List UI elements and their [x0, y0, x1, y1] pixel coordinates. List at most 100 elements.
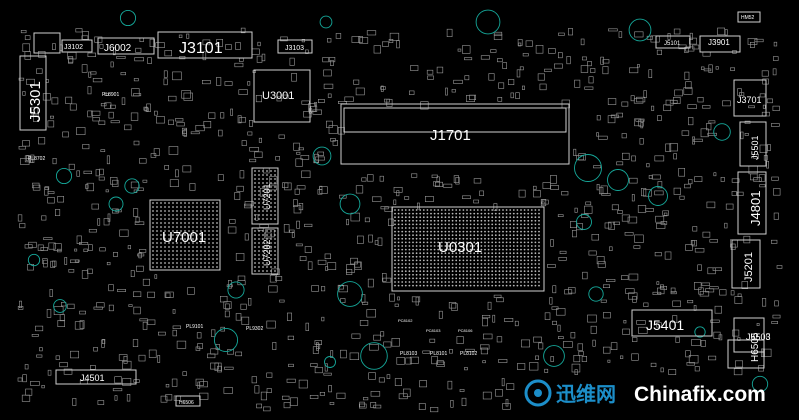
- small-part: [646, 163, 650, 168]
- u7201-ball: [274, 194, 276, 196]
- small-part: [580, 38, 585, 46]
- u7202-ball: [254, 246, 256, 248]
- u0301-ball: [415, 281, 418, 283]
- u0301-ball: [487, 234, 490, 237]
- u0301-ball: [440, 281, 443, 283]
- small-part: [714, 305, 722, 314]
- small-part: [328, 385, 332, 393]
- small-part: [540, 199, 547, 207]
- u0301-ball: [469, 216, 472, 219]
- u0301-ball: [455, 223, 458, 226]
- u7001-ball: [188, 230, 190, 232]
- u0301-ball: [462, 270, 465, 273]
- u0301-ball: [462, 212, 465, 215]
- small-part: [303, 111, 312, 118]
- u7001-ball: [152, 246, 154, 248]
- mount-hole-icon: [108, 196, 124, 212]
- u7201-ball: [254, 174, 256, 176]
- small-part: [396, 357, 405, 365]
- u0301-ball: [487, 209, 490, 211]
- small-part: [389, 32, 400, 41]
- small-part: [694, 176, 703, 182]
- u0301-ball: [458, 212, 461, 215]
- u0301-ball: [538, 234, 540, 237]
- u0301-ball: [516, 252, 519, 255]
- u0301-ball: [462, 248, 465, 251]
- small-part: [673, 153, 677, 160]
- u0301-ball: [462, 284, 465, 287]
- u0301-ball: [408, 273, 411, 276]
- small-part: [588, 76, 594, 84]
- u0301-ball: [494, 223, 497, 226]
- small-part: [702, 105, 711, 109]
- u7001-ball: [176, 214, 178, 216]
- u7201-ball: [270, 186, 272, 188]
- u0301-ball: [505, 270, 508, 273]
- u7201-ball: [270, 190, 272, 192]
- u7001-ball: [176, 202, 178, 204]
- u0301-ball: [458, 248, 461, 251]
- small-part: [276, 96, 282, 102]
- u0301-ball: [484, 209, 486, 211]
- small-part: [650, 362, 657, 368]
- u7001-ball: [200, 262, 202, 264]
- u0301-ball: [433, 223, 436, 226]
- small-part: [169, 179, 179, 187]
- small-part: [321, 316, 325, 322]
- small-part: [234, 62, 244, 68]
- u0301-ball: [422, 259, 425, 262]
- small-part: [683, 87, 693, 95]
- small-part: [737, 293, 742, 297]
- small-part: [235, 351, 242, 357]
- small-part: [549, 175, 557, 184]
- u7201-ball: [270, 210, 272, 212]
- u0301-ball: [437, 277, 440, 280]
- small-part: [305, 322, 309, 332]
- u0301-ball: [415, 270, 418, 273]
- small-part: [323, 69, 332, 77]
- u7001-ball: [164, 246, 166, 248]
- small-part: [143, 106, 148, 111]
- u7001-ball: [156, 238, 158, 240]
- u0301-ball: [538, 252, 540, 255]
- u0301-ball: [448, 273, 450, 276]
- u7001-ball: [172, 234, 174, 236]
- u0301-ball: [404, 241, 407, 244]
- small-part: [602, 346, 611, 354]
- u0301-ball: [527, 281, 530, 283]
- small-part: [712, 267, 722, 271]
- small-part: [773, 188, 781, 196]
- u0301-ball: [498, 248, 501, 251]
- u0301-ball: [469, 266, 472, 269]
- u7202-ball: [258, 250, 260, 252]
- small-part: [473, 199, 479, 204]
- u7001-ball: [188, 262, 190, 264]
- u0301-ball: [505, 277, 508, 280]
- u0301-ball: [448, 219, 450, 222]
- u0301-ball: [527, 212, 530, 215]
- small-part: [436, 66, 444, 74]
- small-part: [335, 33, 342, 39]
- u0301-ball: [430, 227, 432, 229]
- label-u7201: U7201: [262, 183, 272, 210]
- u0301-ball: [538, 270, 540, 273]
- u7001-ball: [192, 226, 194, 228]
- u7201-ball: [254, 190, 256, 192]
- small-part: [707, 132, 717, 136]
- u0301-ball: [397, 227, 400, 229]
- u0301-ball: [397, 223, 400, 226]
- u0301-ball: [534, 223, 537, 226]
- u7202-outline: [251, 227, 279, 275]
- u7001-ball: [160, 218, 162, 220]
- u0301-ball: [491, 209, 494, 211]
- small-part: [650, 35, 660, 43]
- u0301-ball: [458, 252, 461, 255]
- u0301-ball: [484, 273, 486, 276]
- small-part: [607, 115, 616, 124]
- small-part: [591, 234, 600, 241]
- u0301-ball: [516, 248, 519, 251]
- small-part: [317, 259, 327, 265]
- u0301-ball: [401, 266, 404, 269]
- u0301-ball: [473, 255, 476, 258]
- small-part: [314, 366, 323, 374]
